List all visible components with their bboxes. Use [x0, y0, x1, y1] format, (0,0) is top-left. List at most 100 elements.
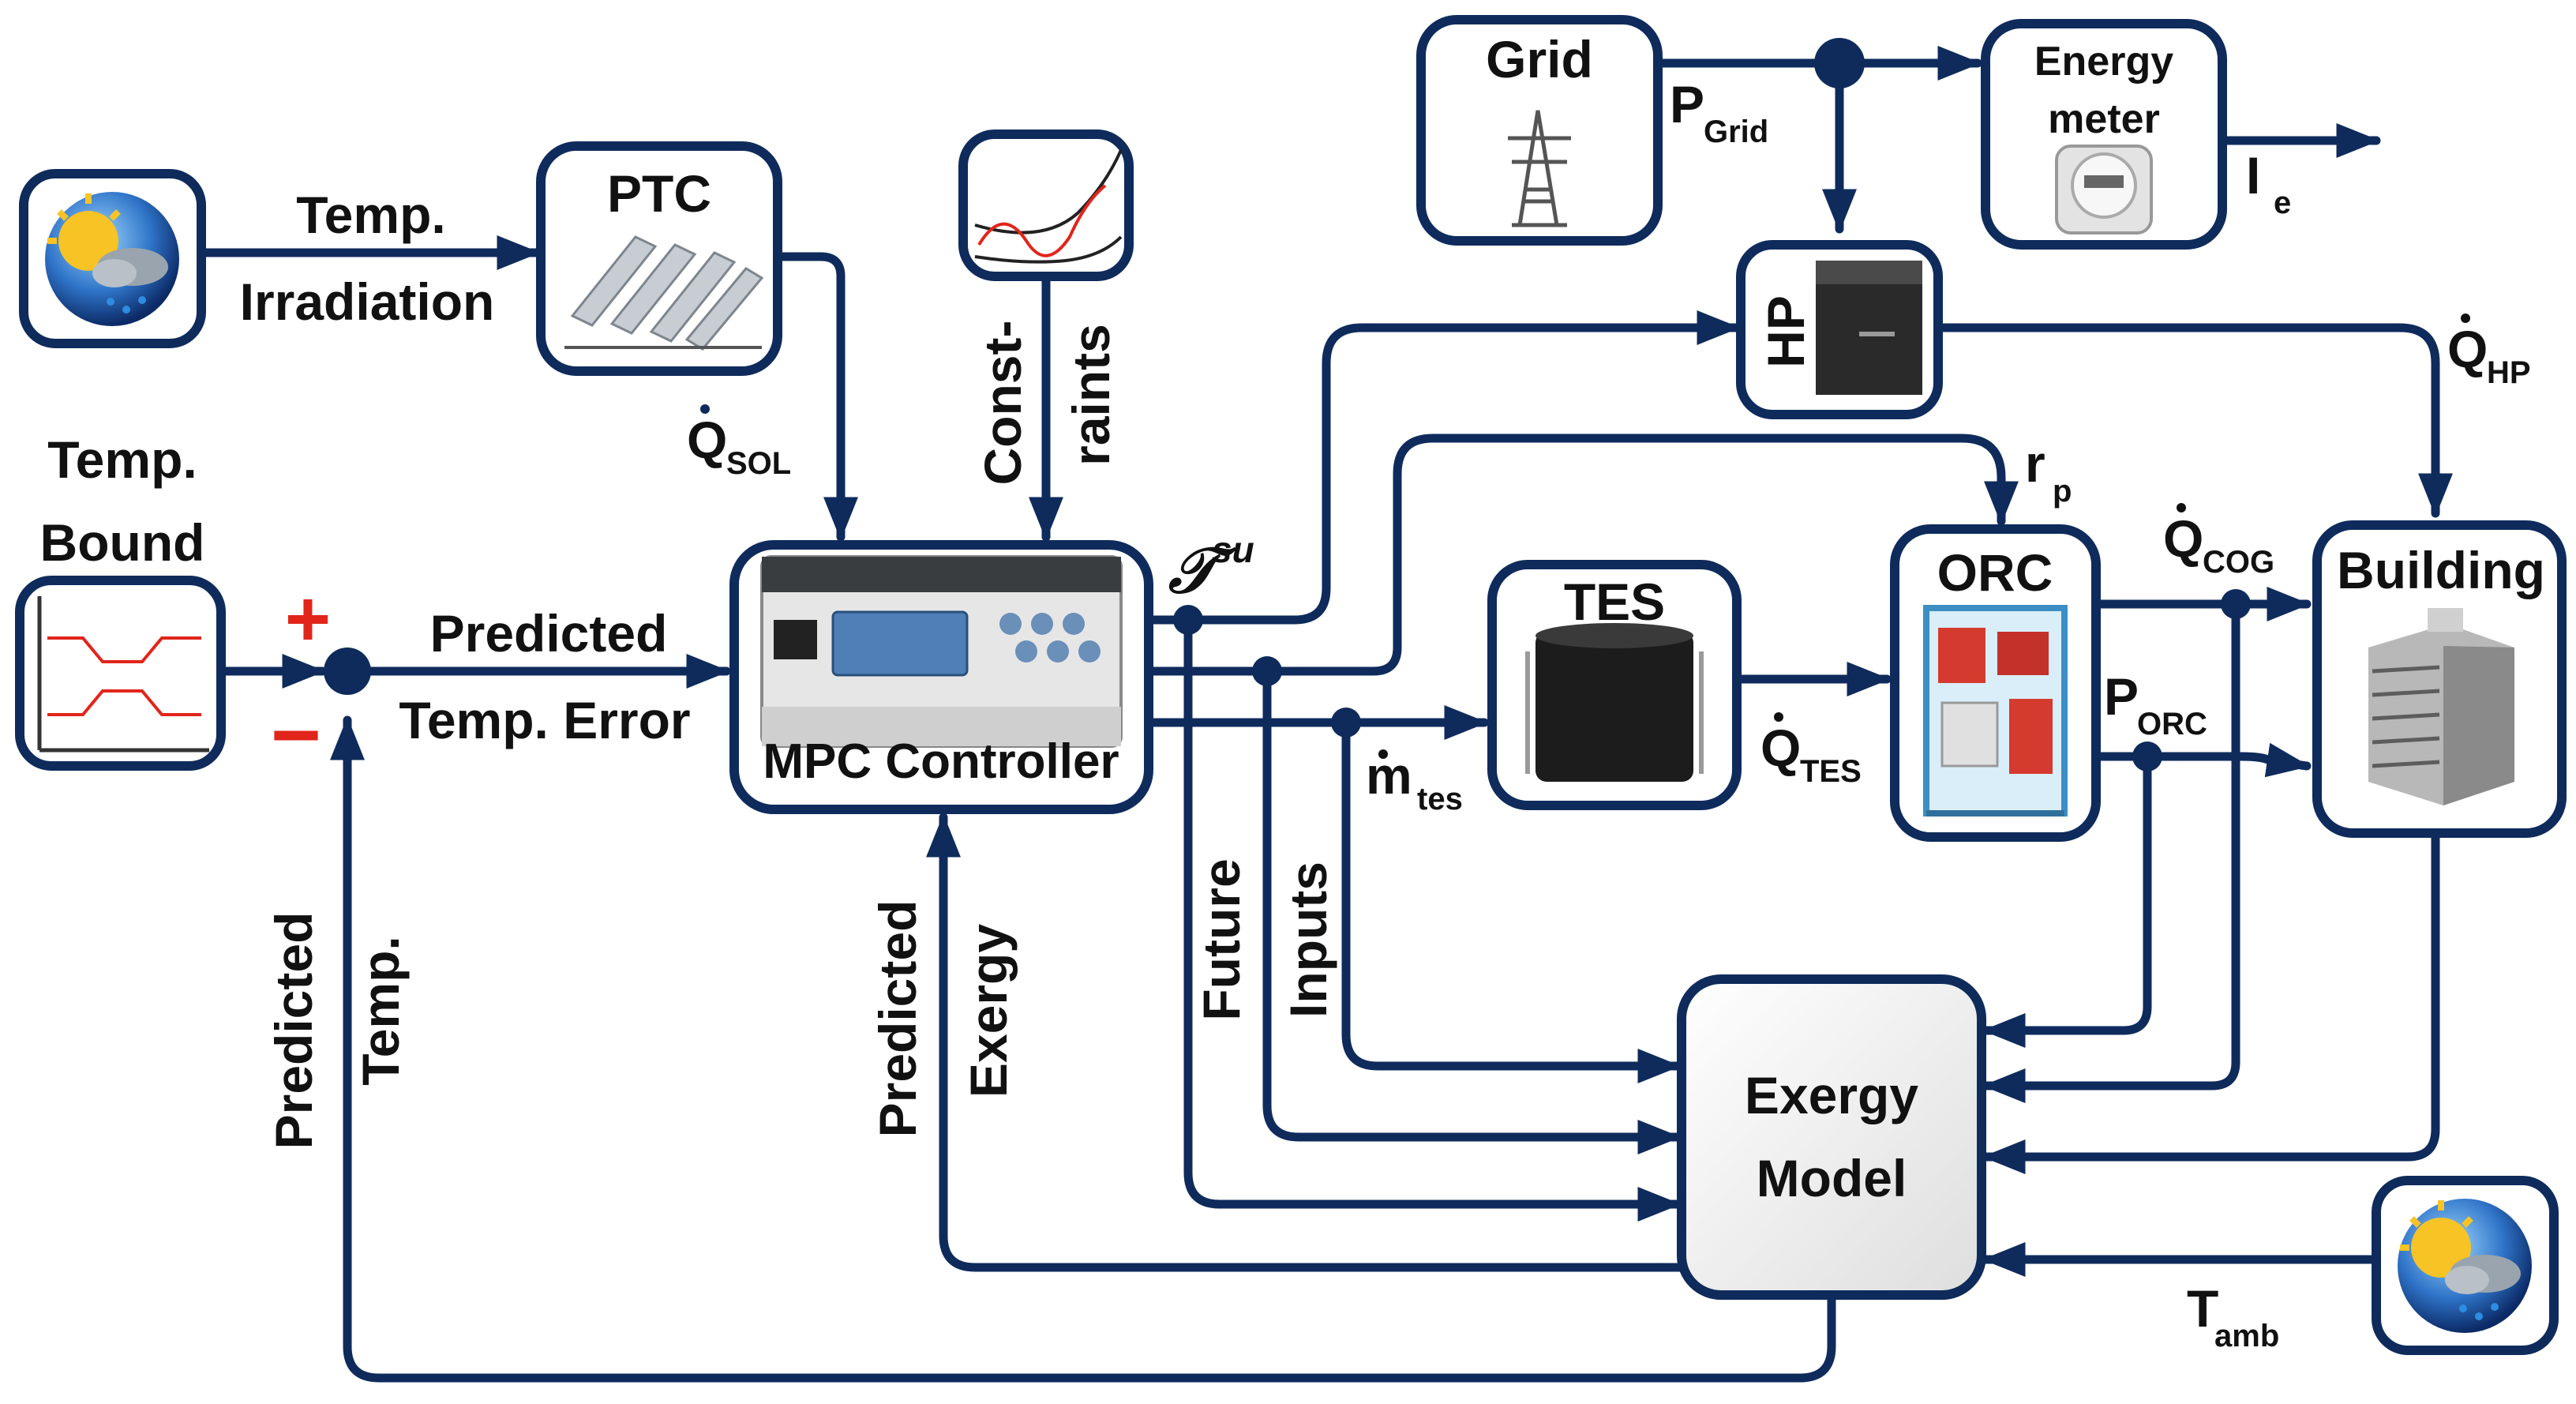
hp-block: HP [1736, 240, 1943, 419]
label-predicted-exergy-line1: Predicted [868, 900, 927, 1138]
label-future: Future [1192, 858, 1251, 1020]
arrow-mpc-to-orc [1144, 434, 2019, 676]
minus-sign: − [271, 686, 321, 783]
thermal-storage-tank-icon [1525, 623, 1704, 782]
svg-text:su: su [1212, 529, 1254, 570]
svg-text:m: m [1366, 746, 1412, 805]
constraints-node [958, 130, 1134, 281]
arrow-qcog-to-exergy [1981, 599, 2240, 1103]
label-temp-bound-line2: Bound [40, 513, 205, 572]
arrow-future-to-exergy [1183, 615, 1682, 1222]
svg-text:Q: Q [2163, 509, 2203, 568]
orc-unit-icon [1923, 605, 2068, 816]
hp-label: HP [1757, 295, 1815, 368]
weather-node-top [19, 169, 206, 348]
orc-label: ORC [1937, 543, 2053, 602]
label-constraints-line2: raints [1062, 324, 1120, 466]
svg-text:P: P [1670, 75, 1704, 133]
svg-text:Q: Q [687, 411, 727, 469]
label-temp-bound-line1: Temp. [47, 430, 197, 489]
label-q-tes: Q TES [1760, 712, 1862, 789]
energy-meter-block: Energy meter [1981, 19, 2227, 250]
label-r-p: r p [2025, 434, 2072, 509]
svg-text:COG: COG [2203, 545, 2274, 580]
svg-text:I: I [2246, 146, 2260, 205]
arrow-orc-to-building-porc [2091, 742, 2312, 778]
arrow-inputs-to-exergy [1262, 666, 1682, 1154]
svg-text:r: r [2025, 434, 2045, 493]
mpc-out1-dot [1173, 605, 1203, 635]
tes-block: TES [1487, 560, 1742, 810]
weather-icon [45, 192, 179, 326]
controller-device-icon [760, 555, 1123, 748]
svg-text:P: P [2104, 667, 2139, 726]
mpc-out3-dot [1331, 708, 1361, 738]
arrow-exergy-to-sum [330, 715, 1836, 1383]
svg-text:Q: Q [2447, 320, 2488, 378]
electric-meter-icon [2055, 145, 2153, 235]
label-irradiation: Irradiation [240, 272, 495, 331]
label-predicted-error-line2: Temp. Error [399, 691, 690, 749]
solar-collector-icon [564, 235, 764, 351]
mpc-label: MPC Controller [763, 734, 1119, 789]
svg-text:TES: TES [1800, 754, 1862, 789]
arrow-building-to-exergy [1981, 828, 2440, 1174]
svg-text:SOL: SOL [726, 446, 791, 481]
plus-sign: + [285, 575, 331, 663]
svg-text:T: T [2187, 1279, 2218, 1338]
label-t-su: 𝒯 su [1168, 529, 1254, 606]
exergy-model-block: Exergy Model [1677, 974, 1986, 1300]
label-inputs: Inputs [1279, 862, 1337, 1018]
label-temp: Temp. [296, 186, 445, 244]
svg-text:amb: amb [2214, 1319, 2279, 1353]
ptc-block: PTC [536, 141, 782, 376]
svg-text:HP: HP [2487, 355, 2531, 390]
label-t-amb: T amb [2187, 1279, 2279, 1353]
orc-block: ORC [1890, 524, 2101, 842]
label-predicted-error-line1: Predicted [430, 604, 668, 663]
transmission-tower-icon [1508, 110, 1571, 227]
meter-label-line2: meter [2048, 96, 2160, 142]
svg-text:p: p [2053, 474, 2072, 509]
label-predicted-temp-line2: Temp. [351, 936, 410, 1085]
svg-text:Grid: Grid [1704, 114, 1768, 149]
qcog-dot [2221, 589, 2251, 619]
building-block: Building [2312, 520, 2567, 838]
label-m-tes: m tes [1366, 746, 1463, 816]
building-label: Building [2337, 541, 2545, 599]
arrow-mpc-to-hp [1144, 310, 1742, 625]
arrow-exergy-to-mpc [926, 813, 1686, 1272]
exergy-label-line2: Model [1757, 1149, 1907, 1207]
label-predicted-exergy-line2: Exergy [959, 924, 1018, 1098]
label-predicted-temp-line1: Predicted [264, 912, 323, 1150]
svg-text:tes: tes [1417, 782, 1463, 816]
meter-label-line1: Energy [2034, 39, 2173, 84]
temp-bound-node [15, 576, 226, 771]
mpc-controller-block: MPC Controller [729, 540, 1153, 814]
junction-dots [324, 38, 2251, 771]
building-icon [2368, 608, 2514, 805]
grid-block: Grid [1416, 15, 1663, 246]
temperature-bound-plot-icon [37, 596, 209, 753]
mpc-out2-dot [1252, 656, 1282, 686]
exergy-label-line1: Exergy [1745, 1066, 1918, 1124]
tes-label: TES [1564, 572, 1665, 631]
label-constraints-line1: Const- [973, 321, 1032, 486]
grid-junction-dot [1814, 38, 1865, 88]
grid-label: Grid [1486, 30, 1593, 88]
arrow-porc-to-exergy [1981, 752, 2152, 1048]
porc-dot [2132, 741, 2162, 771]
ptc-label: PTC [607, 164, 711, 223]
label-q-hp: Q HP [2447, 313, 2531, 390]
arrow-ptc-to-mpc [773, 252, 858, 542]
weather-node-bottom [2372, 1176, 2559, 1355]
summing-junction [324, 648, 371, 695]
label-q-cog: Q COG [2163, 503, 2274, 580]
constraint-plot-icon [974, 149, 1123, 264]
arrow-mtes-to-exergy [1341, 718, 1682, 1083]
label-p-grid: P Grid [1670, 75, 1768, 149]
label-p-orc: P ORC [2104, 667, 2207, 741]
arrow-hp-to-building [1933, 323, 2453, 518]
heat-pump-icon [1816, 261, 1922, 395]
